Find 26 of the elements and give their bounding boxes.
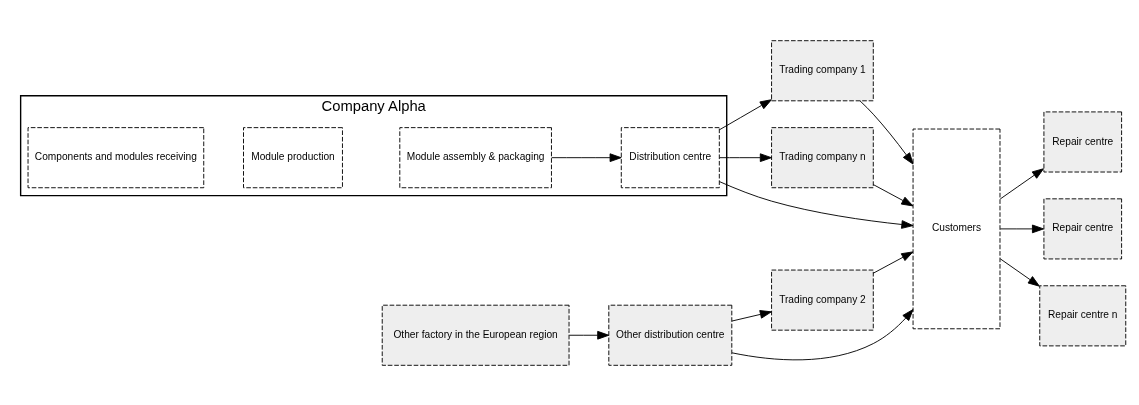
node-box: Module assembly & packaging (399, 126, 552, 188)
node-box: Distribution centre (620, 126, 720, 188)
arrow (551, 152, 622, 162)
arrow (568, 330, 610, 340)
node-box: Trading company 2 (771, 269, 874, 331)
arrow (719, 98, 772, 130)
node-box: Customers (912, 128, 1001, 329)
arrow (719, 152, 772, 162)
node-box: Other distribution centre (608, 304, 733, 366)
arrow (731, 309, 772, 321)
node-box: Trading company 1 (771, 39, 874, 101)
node-box: Module production (243, 126, 343, 188)
arrow (872, 250, 914, 274)
arrow (859, 99, 914, 165)
node-box: Components and modules receiving (27, 126, 205, 188)
node-box: Repair centre (1043, 110, 1123, 172)
arrow (731, 308, 914, 360)
arrow (999, 167, 1044, 199)
arrow (999, 224, 1044, 233)
node-box: Trading company n (771, 126, 874, 188)
arrow (872, 183, 914, 206)
node-box: Repair centre (1043, 197, 1123, 259)
node-box: Repair centre n (1039, 284, 1127, 346)
node-box: Other factory in the European region (381, 304, 570, 366)
arrow (999, 257, 1040, 287)
arrow (719, 180, 914, 229)
